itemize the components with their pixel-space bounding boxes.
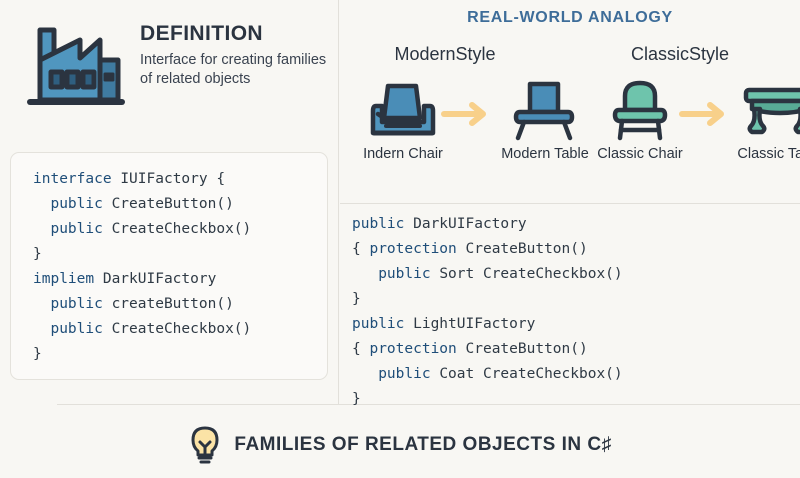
arrow-classic-icon <box>678 100 732 128</box>
lightbulb-icon <box>188 425 222 465</box>
furniture-label-modern-chair: Indern Chair <box>363 146 443 162</box>
furniture-item-classic-table: Classic Table <box>725 76 800 164</box>
armchair-icon <box>348 76 458 142</box>
bottom-banner: FAMILIES OF RELATED OBJECTS IN C♯ <box>0 412 800 478</box>
furniture-item-modern-table: Modern Table <box>490 76 600 164</box>
right-section-divider <box>340 203 800 204</box>
classic-table-icon <box>725 76 800 142</box>
furniture-row: Indern Chair <box>340 76 800 196</box>
chair-icon <box>490 76 600 142</box>
right-code-block-wrapper: public DarkUIFactory { protection Create… <box>352 212 800 412</box>
furniture-label-classic-chair: Classic Chair <box>597 146 683 162</box>
furniture-item-classic-chair: Classic Chair <box>585 76 695 164</box>
furniture-label-classic-table: Classic Table <box>737 146 800 162</box>
definition-text: DEFINITION Interface for creating famili… <box>140 22 330 89</box>
banner-divider <box>57 404 800 405</box>
factory-icon <box>18 14 130 114</box>
style-label-modern: ModernStyle <box>394 44 496 64</box>
analogy-title: REAL-WORLD ANALOGY <box>467 9 673 26</box>
definition-body: Interface for creating families of relat… <box>140 52 327 88</box>
left-code-block: interface IUIFactory { public CreateButt… <box>33 171 252 362</box>
arrow-modern-icon <box>440 100 494 128</box>
definition-section: DEFINITION Interface for creating famili… <box>0 0 338 150</box>
furniture-label-modern-table: Modern Table <box>501 146 589 162</box>
furniture-item-modern-chair: Indern Chair <box>348 76 458 164</box>
definition-title: DEFINITION <box>140 22 263 45</box>
style-label-classic: ClassicStyle <box>630 44 730 64</box>
left-code-card: interface IUIFactory { public CreateButt… <box>10 152 328 380</box>
right-code-block: public DarkUIFactory { protection Create… <box>352 216 623 407</box>
banner-text: FAMILIES OF RELATED OBJECTS IN C♯ <box>234 434 612 455</box>
classic-chair-icon <box>585 76 695 142</box>
column-divider <box>338 0 339 404</box>
